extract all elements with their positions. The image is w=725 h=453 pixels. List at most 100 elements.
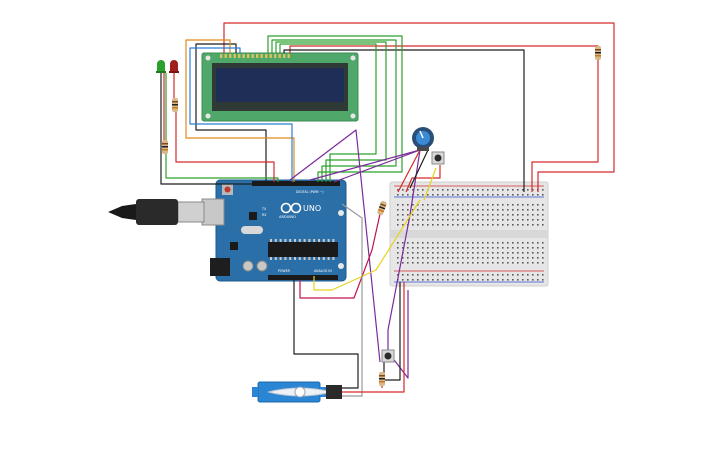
push-button[interactable] [431,151,445,165]
breadboard-hole [437,242,439,244]
breadboard-hole [542,262,544,264]
breadboard-hole [407,214,409,216]
breadboard-hole [502,252,504,254]
breadboard-hole [397,242,399,244]
breadboard-hole [512,209,514,211]
breadboard[interactable] [389,181,549,287]
breadboard-hole [447,194,449,196]
resistor[interactable] [162,140,168,154]
wire-red [397,149,421,193]
breadboard-hole [492,252,494,254]
breadboard-hole [402,279,404,281]
breadboard-hole [487,204,489,206]
breadboard-hole [532,194,534,196]
usb-chip [249,212,257,220]
push-button[interactable] [381,349,395,363]
breadboard-hole [477,189,479,191]
breadboard-hole [397,252,399,254]
breadboard-hole [472,257,474,259]
breadboard-hole [412,189,414,191]
breadboard-hole [497,247,499,249]
breadboard-hole [417,262,419,264]
breadboard-hole [497,194,499,196]
breadboard-hole [447,219,449,221]
regulator [230,242,238,250]
resistor[interactable] [377,200,387,216]
breadboard-hole [487,209,489,211]
breadboard-hole [507,274,509,276]
breadboard-hole [397,214,399,216]
breadboard-hole [542,252,544,254]
wire-black [293,280,359,389]
chip-leg [289,239,292,242]
breadboard-hole [402,224,404,226]
breadboard-hole [402,262,404,264]
chip-leg [279,239,282,242]
breadboard-hole [442,194,444,196]
breadboard-hole [482,209,484,211]
breadboard-hole [427,274,429,276]
breadboard-hole [442,279,444,281]
servo-motor[interactable] [252,381,342,403]
arduino-logo-icon [280,202,302,214]
wire-black [160,73,252,185]
lcd-pin [233,54,236,58]
breadboard-hole [477,224,479,226]
breadboard-hole [487,262,489,264]
breadboard-hole [417,189,419,191]
breadboard-hole [507,224,509,226]
breadboard-holes [397,189,544,281]
breadboard-hole [482,242,484,244]
lcd-module[interactable] [201,52,359,122]
chip-leg [294,257,296,260]
breadboard-hole [477,204,479,206]
breadboard-hole [412,257,414,259]
breadboard-hole [507,219,509,221]
lcd-pin [251,54,254,58]
breadboard-hole [542,189,544,191]
breadboard-hole [497,204,499,206]
lcd-pin [224,54,227,58]
breadboard-hole [447,279,449,281]
breadboard-hole [492,214,494,216]
resistor[interactable] [379,372,385,386]
breadboard-hole [512,247,514,249]
breadboard-hole [502,274,504,276]
breadboard-hole [462,257,464,259]
breadboard-hole [482,219,484,221]
potentiometer[interactable] [412,127,434,151]
breadboard-hole [532,219,534,221]
breadboard-hole [457,252,459,254]
breadboard-hole [497,214,499,216]
resistor[interactable] [595,46,601,60]
breadboard-hole [442,214,444,216]
breadboard-hole [492,262,494,264]
breadboard-hole [522,262,524,264]
breadboard-hole [417,257,419,259]
arduino-uno-board[interactable]: UNO ARDUINO TX RX DIGITAL (PWM ~) POWER … [201,179,347,282]
breadboard-hole [422,279,424,281]
breadboard-hole [432,224,434,226]
breadboard-hole [537,247,539,249]
breadboard-hole [517,257,519,259]
breadboard-hole [542,257,544,259]
breadboard-hole [542,224,544,226]
breadboard-hole [502,242,504,244]
breadboard-hole [457,214,459,216]
breadboard-hole [532,262,534,264]
breadboard-hole [412,242,414,244]
breadboard-hole [457,279,459,281]
dc-power-jack [210,258,230,276]
led-green[interactable] [156,60,166,73]
breadboard-hole [482,262,484,264]
breadboard-hole [412,204,414,206]
breadboard-hole [417,194,419,196]
breadboard-hole [512,214,514,216]
led-red[interactable] [169,60,179,73]
resistor[interactable] [172,98,178,112]
wire-yellow [313,199,421,291]
breadboard-hole [507,247,509,249]
breadboard-hole [477,194,479,196]
breadboard-hole [457,224,459,226]
